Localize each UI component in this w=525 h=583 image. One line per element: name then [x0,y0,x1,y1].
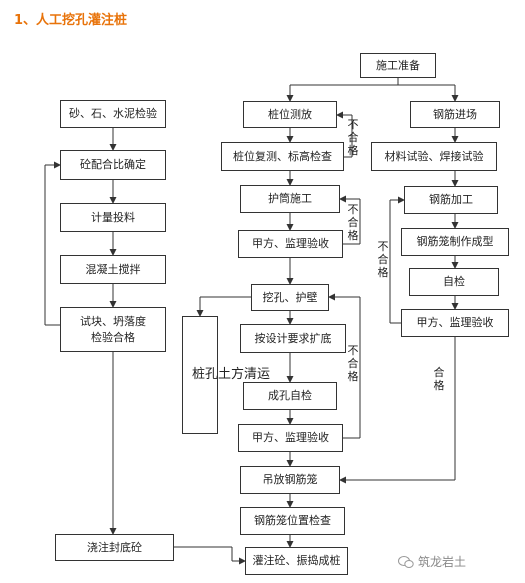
node-acceptance-1: 甲方、监理验收 [238,230,343,258]
node-rebar-process: 钢筋加工 [404,186,498,214]
node-construction-prep: 施工准备 [360,53,436,78]
specimen-line-1: 试块、坍落度 [80,314,146,328]
node-stake-recheck: 桩位复测、标高检查 [221,142,344,171]
node-self-check: 自检 [409,268,499,296]
node-rebar-entry: 钢筋进场 [410,101,500,128]
node-hole-self-check: 成孔自检 [243,382,337,410]
node-pour-pile: 灌注砼、振捣成桩 [245,547,348,575]
node-specimen-test: 试块、坍落度 检验合格 [60,307,166,352]
node-pour-bottom: 浇注封底砼 [55,534,174,561]
watermark: 筑龙岩土 [398,553,466,570]
node-acceptance-2: 甲方、监理验收 [238,424,343,452]
node-material-inspection: 砂、石、水泥检验 [60,100,166,128]
node-material-test: 材料试验、焊接试验 [371,142,497,171]
node-earth-removal: 桩孔土方清运 [182,316,271,434]
node-casing: 护筒施工 [240,185,340,213]
node-stake-survey: 桩位测放 [243,101,337,128]
node-mixing: 混凝土搅拌 [60,255,166,284]
node-expand-base: 按设计要求扩底 [240,324,346,353]
page-title: 1、人工挖孔灌注桩 [14,13,128,28]
node-metering: 计量投料 [60,203,166,232]
node-hoist-cage: 吊放钢筋笼 [240,466,340,494]
label-fail-4: 不合格 [377,240,389,279]
watermark-text: 筑龙岩土 [418,555,467,569]
label-fail-1: 不合格 [347,118,359,157]
wechat-icon [398,555,414,568]
specimen-line-2: 检验合格 [91,330,135,344]
earth-removal-label: 桩孔土方清运 [192,367,271,382]
label-fail-2: 不合格 [347,203,359,242]
label-fail-3: 不合格 [347,344,359,383]
label-pass: 合格 [433,366,445,392]
node-mix-ratio: 砼配合比确定 [60,150,166,180]
node-acceptance-rebar: 甲方、监理验收 [401,309,509,337]
node-excavate: 挖孔、护壁 [251,284,329,311]
node-cage-position-check: 钢筋笼位置检查 [240,507,345,535]
node-cage-fabrication: 钢筋笼制作成型 [401,228,509,256]
